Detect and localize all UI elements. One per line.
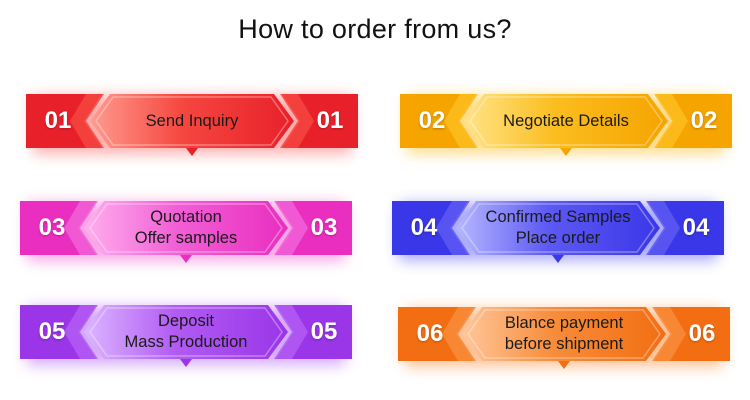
bottom-pointer xyxy=(558,361,570,369)
step-5-label-line-2: Mass Production xyxy=(124,333,248,351)
left-chevron-accent xyxy=(64,305,98,359)
bottom-pointer xyxy=(180,255,192,263)
left-chevron-accent xyxy=(436,201,470,255)
step-2-number-left: 02 xyxy=(418,107,446,134)
step-1-number-left: 01 xyxy=(44,107,72,134)
step-6-shape xyxy=(398,307,730,369)
main-banner-body xyxy=(464,94,668,148)
right-chevron-accent xyxy=(652,307,686,361)
step-2-banner: 02 02 Negotiate Details xyxy=(400,86,732,164)
left-chevron-accent xyxy=(444,94,478,148)
step-1-label-line-1: Send Inquiry xyxy=(145,111,239,130)
bottom-pointer xyxy=(552,255,564,263)
step-6-label-line-2: before shipment xyxy=(504,335,624,353)
step-1-banner: 01 01 Send Inquiry xyxy=(26,86,358,164)
step-6-label-line-1: Blance payment xyxy=(504,314,624,332)
page-title: How to order from us? xyxy=(238,14,512,44)
step-2-label-line-1: Negotiate Details xyxy=(503,111,629,130)
main-banner-body xyxy=(84,305,288,359)
inner-highlight xyxy=(469,96,663,146)
step-4-banner: 04 04 Confirmed Samples Place order xyxy=(392,193,724,271)
bottom-pointer xyxy=(560,148,572,156)
step-2-shape xyxy=(400,94,732,156)
inner-highlight xyxy=(461,203,655,253)
step-2-number-right: 02 xyxy=(690,107,718,134)
inner-highlight xyxy=(95,96,289,146)
step-6-number-right: 06 xyxy=(688,320,716,347)
step-4-number-right: 04 xyxy=(682,214,710,241)
step-5-number-right: 05 xyxy=(310,318,338,345)
right-chevron-accent xyxy=(274,201,308,255)
main-banner-body xyxy=(90,94,294,148)
step-3-label-line-2: Offer samples xyxy=(134,229,238,247)
step-4-label-line-1: Confirmed Samples xyxy=(485,208,631,226)
step-6-banner: 06 06 Blance payment before shipment xyxy=(398,299,730,377)
inner-highlight xyxy=(467,309,661,359)
step-5-banner: 05 05 Deposit Mass Production xyxy=(20,297,352,375)
step-1-number-right: 01 xyxy=(316,107,344,134)
step-5-shape xyxy=(20,305,352,367)
step-6-label: Blance payment before shipment xyxy=(470,307,658,361)
step-1-label: Send Inquiry xyxy=(98,94,286,148)
step-4-shape xyxy=(392,201,724,263)
step-5-number-left: 05 xyxy=(38,318,66,345)
step-3-number-right: 03 xyxy=(310,214,338,241)
step-4-number-left: 04 xyxy=(410,214,438,241)
left-chevron-accent xyxy=(70,94,104,148)
inner-highlight xyxy=(89,203,283,253)
step-5-label-line-1: Deposit xyxy=(158,312,214,330)
step-3-banner: 03 03 Quotation Offer samples xyxy=(20,193,352,271)
step-1-shape xyxy=(26,94,358,156)
right-chevron-accent xyxy=(274,305,308,359)
step-6-number-left: 06 xyxy=(416,320,444,347)
step-3-label: Quotation Offer samples xyxy=(92,201,280,255)
right-chevron-accent xyxy=(280,94,314,148)
right-chevron-accent xyxy=(646,201,680,255)
left-chevron-accent xyxy=(442,307,476,361)
left-chevron-accent xyxy=(64,201,98,255)
step-3-label-line-1: Quotation xyxy=(150,208,222,226)
right-chevron-accent xyxy=(654,94,688,148)
step-2-label: Negotiate Details xyxy=(472,94,660,148)
step-3-shape xyxy=(20,201,352,263)
bottom-pointer xyxy=(180,359,192,367)
main-banner-body xyxy=(462,307,666,361)
step-5-label: Deposit Mass Production xyxy=(92,305,280,359)
step-4-label: Confirmed Samples Place order xyxy=(464,201,652,255)
main-banner-body xyxy=(456,201,660,255)
main-banner-body xyxy=(84,201,288,255)
step-4-label-line-2: Place order xyxy=(515,229,601,247)
step-3-number-left: 03 xyxy=(38,214,66,241)
bottom-pointer xyxy=(186,148,198,156)
inner-highlight xyxy=(89,307,283,357)
